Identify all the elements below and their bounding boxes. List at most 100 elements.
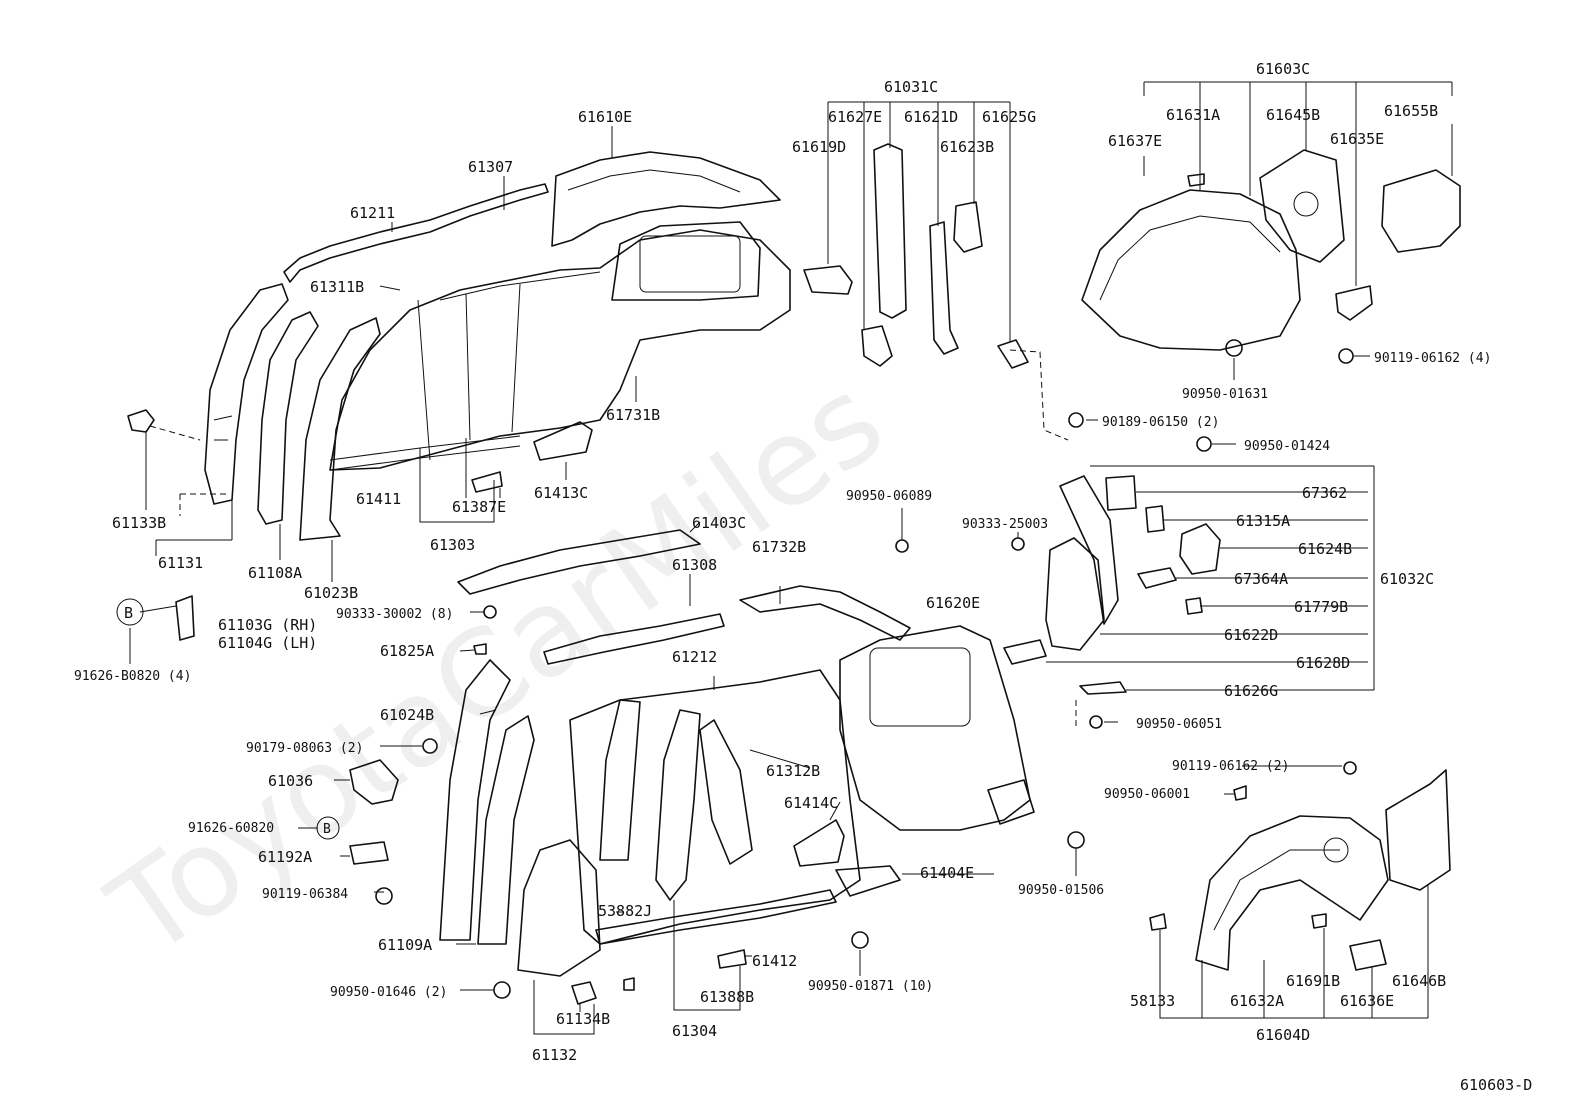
label-61637E[interactable]: 61637E <box>1108 132 1162 150</box>
gusset-61413C[interactable] <box>533 421 593 461</box>
bracket-61619D[interactable] <box>803 265 853 295</box>
panel-61655B[interactable] <box>1381 169 1461 253</box>
label-61414C[interactable]: 61414C <box>784 794 838 812</box>
label-90119-06162-4[interactable]: 90119-06162 (4) <box>1374 351 1491 366</box>
label-90119-06384[interactable]: 90119-06384 <box>262 887 348 902</box>
label-61622D[interactable]: 61622D <box>1224 626 1278 644</box>
pillar-61621D[interactable] <box>929 221 959 355</box>
label-61212[interactable]: 61212 <box>672 648 717 666</box>
panel-61646B[interactable] <box>1385 769 1451 891</box>
bracket-61387E[interactable] <box>471 471 503 493</box>
clip-90189-06150[interactable] <box>1068 412 1084 428</box>
label-61413C[interactable]: 61413C <box>534 484 588 502</box>
grommet-90950-06051[interactable] <box>1089 715 1103 729</box>
wheelhouse-61631A[interactable] <box>1081 189 1301 351</box>
label-61624B[interactable]: 61624B <box>1298 540 1352 558</box>
screw-90119-06162-4[interactable] <box>1338 348 1354 364</box>
bracket-rear-lower[interactable] <box>987 779 1035 825</box>
label-90189-06150-2[interactable]: 90189-06150 (2) <box>1102 415 1219 430</box>
label-53882J[interactable]: 53882J <box>598 902 652 920</box>
bracket-61825A[interactable] <box>473 643 487 655</box>
label-61731B[interactable]: 61731B <box>606 406 660 424</box>
label-61645B[interactable]: 61645B <box>1266 106 1320 124</box>
label-61315A[interactable]: 61315A <box>1236 512 1290 530</box>
bracket-61636E[interactable] <box>1349 939 1387 971</box>
bracket-61691B[interactable] <box>1311 913 1327 929</box>
pillar-61023B[interactable] <box>299 317 381 541</box>
label-61032C[interactable]: 61032C <box>1380 570 1434 588</box>
bracket-61637E[interactable] <box>1187 173 1205 187</box>
label-58133[interactable]: 58133 <box>1130 992 1175 1010</box>
label-61631A[interactable]: 61631A <box>1166 106 1220 124</box>
rocker-61412[interactable] <box>595 889 837 945</box>
bracket-61626G[interactable] <box>1079 681 1127 695</box>
pillar-61627E[interactable] <box>873 143 907 319</box>
label-61388B[interactable]: 61388B <box>700 988 754 1006</box>
clip-90950-01871[interactable] <box>851 931 869 949</box>
label-61621D[interactable]: 61621D <box>904 108 958 126</box>
roof-rail-61211[interactable] <box>283 183 549 283</box>
pillar-61132[interactable] <box>517 839 601 977</box>
label-61311B[interactable]: 61311B <box>310 278 364 296</box>
bracket-61779B[interactable] <box>1185 597 1203 615</box>
clip-90950-01506[interactable] <box>1067 831 1085 849</box>
label-61691B[interactable]: 61691B <box>1286 972 1340 990</box>
grommet-90950-06089[interactable] <box>895 539 909 553</box>
label-61023B[interactable]: 61023B <box>304 584 358 602</box>
bracket-61624B[interactable] <box>1179 523 1221 575</box>
label-90333-30002-8[interactable]: 90333-30002 (8) <box>336 607 453 622</box>
bracket-61192A[interactable] <box>349 841 389 865</box>
label-61036[interactable]: 61036 <box>268 772 313 790</box>
label-61031C[interactable]: 61031C <box>884 78 938 96</box>
label-61646B[interactable]: 61646B <box>1392 972 1446 990</box>
label-61308[interactable]: 61308 <box>672 556 717 574</box>
roof-rail-61403C[interactable] <box>457 529 701 595</box>
label-61109A[interactable]: 61109A <box>378 936 432 954</box>
label-61403C[interactable]: 61403C <box>692 514 746 532</box>
pillar-upper-61032C[interactable] <box>1059 475 1119 625</box>
label-90119-06162-2[interactable]: 90119-06162 (2) <box>1172 759 1289 774</box>
label-90179-08063-2[interactable]: 90179-08063 (2) <box>246 741 363 756</box>
body-side-lower[interactable] <box>569 669 861 945</box>
label-91626-60820[interactable]: 91626-60820 <box>188 821 274 836</box>
pillar-61622D[interactable] <box>1045 537 1105 651</box>
bracket-61625G[interactable] <box>997 339 1029 369</box>
bracket-67362[interactable] <box>1105 475 1137 511</box>
panel-61645B[interactable] <box>1259 149 1345 263</box>
label-61411[interactable]: 61411 <box>356 490 401 508</box>
pillar-61312B[interactable] <box>699 719 753 865</box>
label-90950-01631[interactable]: 90950-01631 <box>1182 387 1268 402</box>
bracket-61036[interactable] <box>349 759 399 805</box>
label-61627E[interactable]: 61627E <box>828 108 882 126</box>
quarter-window-61731B[interactable] <box>611 221 761 301</box>
label-67364A[interactable]: 67364A <box>1234 570 1288 588</box>
pillar-61024B[interactable] <box>439 659 511 941</box>
label-61620E[interactable]: 61620E <box>926 594 980 612</box>
bracket-61635E[interactable] <box>1335 285 1373 321</box>
label-61133B[interactable]: 61133B <box>112 514 166 532</box>
hinge-61103G[interactable] <box>175 595 195 641</box>
bracket-61133B[interactable] <box>127 409 155 433</box>
bracket-67364A[interactable] <box>1137 567 1177 589</box>
label-61387E[interactable]: 61387E <box>452 498 506 516</box>
bracket-61315A[interactable] <box>1145 505 1165 533</box>
label-61636E[interactable]: 61636E <box>1340 992 1394 1010</box>
bracket-61628D[interactable] <box>1003 639 1047 665</box>
label-90950-06051[interactable]: 90950-06051 <box>1136 717 1222 732</box>
clip-90950-01424[interactable] <box>1196 436 1212 452</box>
label-61192A[interactable]: 61192A <box>258 848 312 866</box>
label-90950-06089[interactable]: 90950-06089 <box>846 489 932 504</box>
label-61625G[interactable]: 61625G <box>982 108 1036 126</box>
label-90950-01506[interactable]: 90950-01506 <box>1018 883 1104 898</box>
label-61604D[interactable]: 61604D <box>1256 1026 1310 1044</box>
bracket-61623B[interactable] <box>953 201 983 253</box>
label-61732B[interactable]: 61732B <box>752 538 806 556</box>
body-side-61620E[interactable] <box>839 625 1031 831</box>
label-61132[interactable]: 61132 <box>532 1046 577 1064</box>
label-61211[interactable]: 61211 <box>350 204 395 222</box>
label-61626G[interactable]: 61626G <box>1224 682 1278 700</box>
label-61307[interactable]: 61307 <box>468 158 513 176</box>
label-61404E[interactable]: 61404E <box>920 864 974 882</box>
label-61312B[interactable]: 61312B <box>766 762 820 780</box>
label-61134B[interactable]: 61134B <box>556 1010 610 1028</box>
